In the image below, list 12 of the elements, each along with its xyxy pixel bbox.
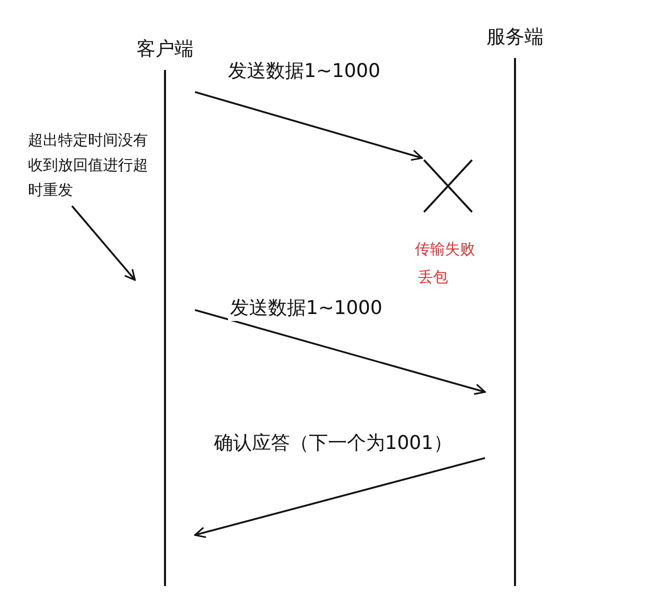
note-text: 超出特定时间没有收到放回值进行超时重发 <box>28 128 160 206</box>
cross-mark <box>422 158 474 214</box>
status-note: 丢包 <box>418 268 448 287</box>
status-note: 传输失败 <box>415 240 475 259</box>
arrow <box>194 457 486 538</box>
arrow <box>194 91 423 161</box>
arrow <box>71 205 136 281</box>
arrow <box>194 309 486 395</box>
lifeline <box>135 36 195 586</box>
lifeline-title: 服务端 <box>486 25 544 50</box>
lifeline-title: 客户端 <box>136 37 194 62</box>
lifeline <box>485 24 545 586</box>
